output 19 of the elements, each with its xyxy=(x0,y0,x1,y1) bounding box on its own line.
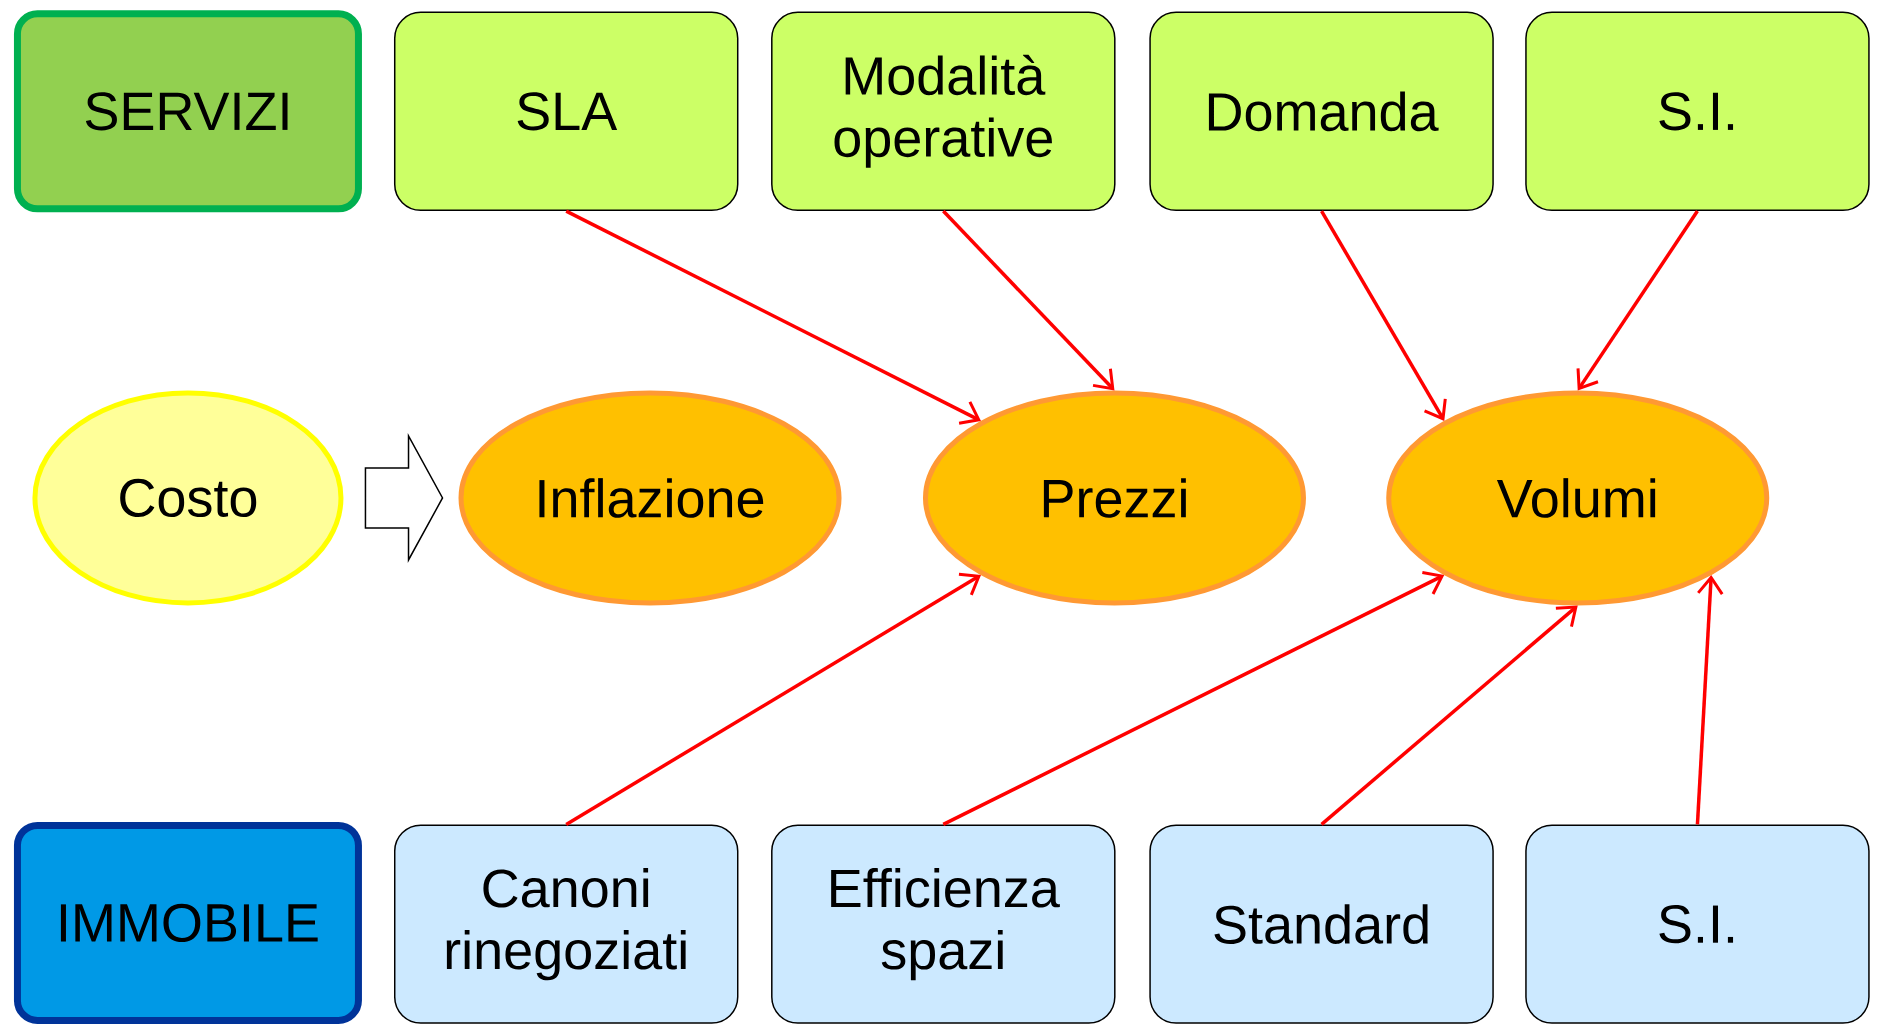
factor-box: S.I. xyxy=(1525,11,1870,212)
arrow xyxy=(565,209,981,425)
factor-box: Standard xyxy=(1149,824,1494,1024)
factor-box: Modalità operative xyxy=(771,11,1116,212)
arrow xyxy=(1695,575,1724,825)
factor-box: Efficienza spazi xyxy=(771,824,1116,1024)
factor-box: SLA xyxy=(393,11,739,212)
block-arrow xyxy=(364,433,444,563)
factor-box: Canoni rinegoziati xyxy=(393,824,739,1024)
arrow xyxy=(942,209,1115,391)
category-box: IMMOBILE xyxy=(13,821,362,1024)
category-box: SERVIZI xyxy=(13,10,362,213)
factor-box: Domanda xyxy=(1149,11,1494,212)
factor-box: S.I. xyxy=(1525,824,1870,1024)
arrow xyxy=(1576,210,1699,391)
arrow xyxy=(1320,605,1578,826)
arrow xyxy=(942,571,1445,826)
arrow xyxy=(1320,210,1447,421)
arrow xyxy=(565,572,981,826)
